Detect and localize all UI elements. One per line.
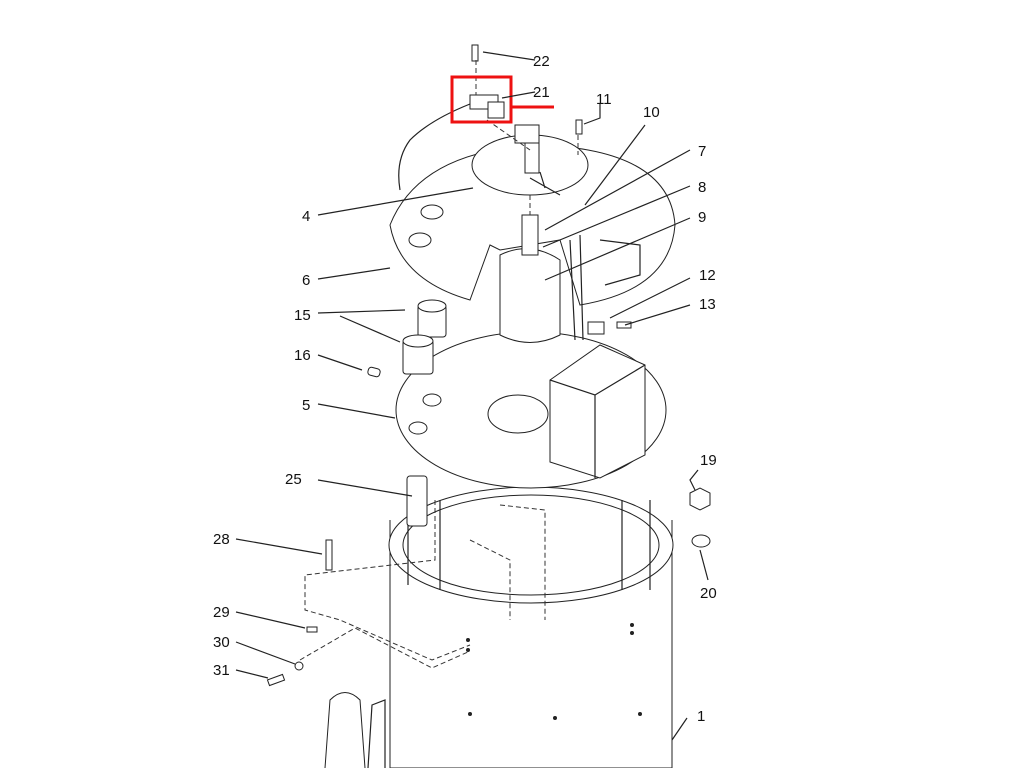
label-30: 30	[213, 634, 230, 651]
label-7: 7	[698, 143, 706, 160]
upper-plate	[389, 119, 676, 343]
label-12: 12	[699, 267, 716, 284]
leader-lines	[235, 51, 709, 741]
label-8: 8	[698, 179, 706, 196]
part-21-sensor	[398, 44, 505, 191]
label-15: 15	[294, 307, 311, 324]
label-19: 19	[700, 452, 717, 469]
label-9: 9	[698, 209, 706, 226]
spacers	[266, 299, 711, 687]
label-16: 16	[294, 347, 311, 364]
label-28: 28	[213, 531, 230, 548]
label-13: 13	[699, 296, 716, 313]
label-5: 5	[302, 397, 310, 414]
label-11: 11	[596, 91, 612, 108]
part-labels: 22 21 11 10 7 8 9 4 6 12 13 15 16 5 19 2…	[213, 53, 717, 725]
label-10: 10	[643, 104, 660, 121]
label-25: 25	[285, 471, 302, 488]
label-1: 1	[697, 708, 705, 725]
label-29: 29	[213, 604, 230, 621]
label-4: 4	[302, 208, 310, 225]
label-31: 31	[213, 662, 230, 679]
label-20: 20	[700, 585, 717, 602]
tank-body	[324, 486, 674, 768]
label-22: 22	[533, 53, 550, 70]
highlight-part-21	[450, 75, 554, 124]
label-21: 21	[533, 84, 550, 101]
lower-plate	[395, 331, 667, 489]
label-6: 6	[302, 272, 310, 289]
